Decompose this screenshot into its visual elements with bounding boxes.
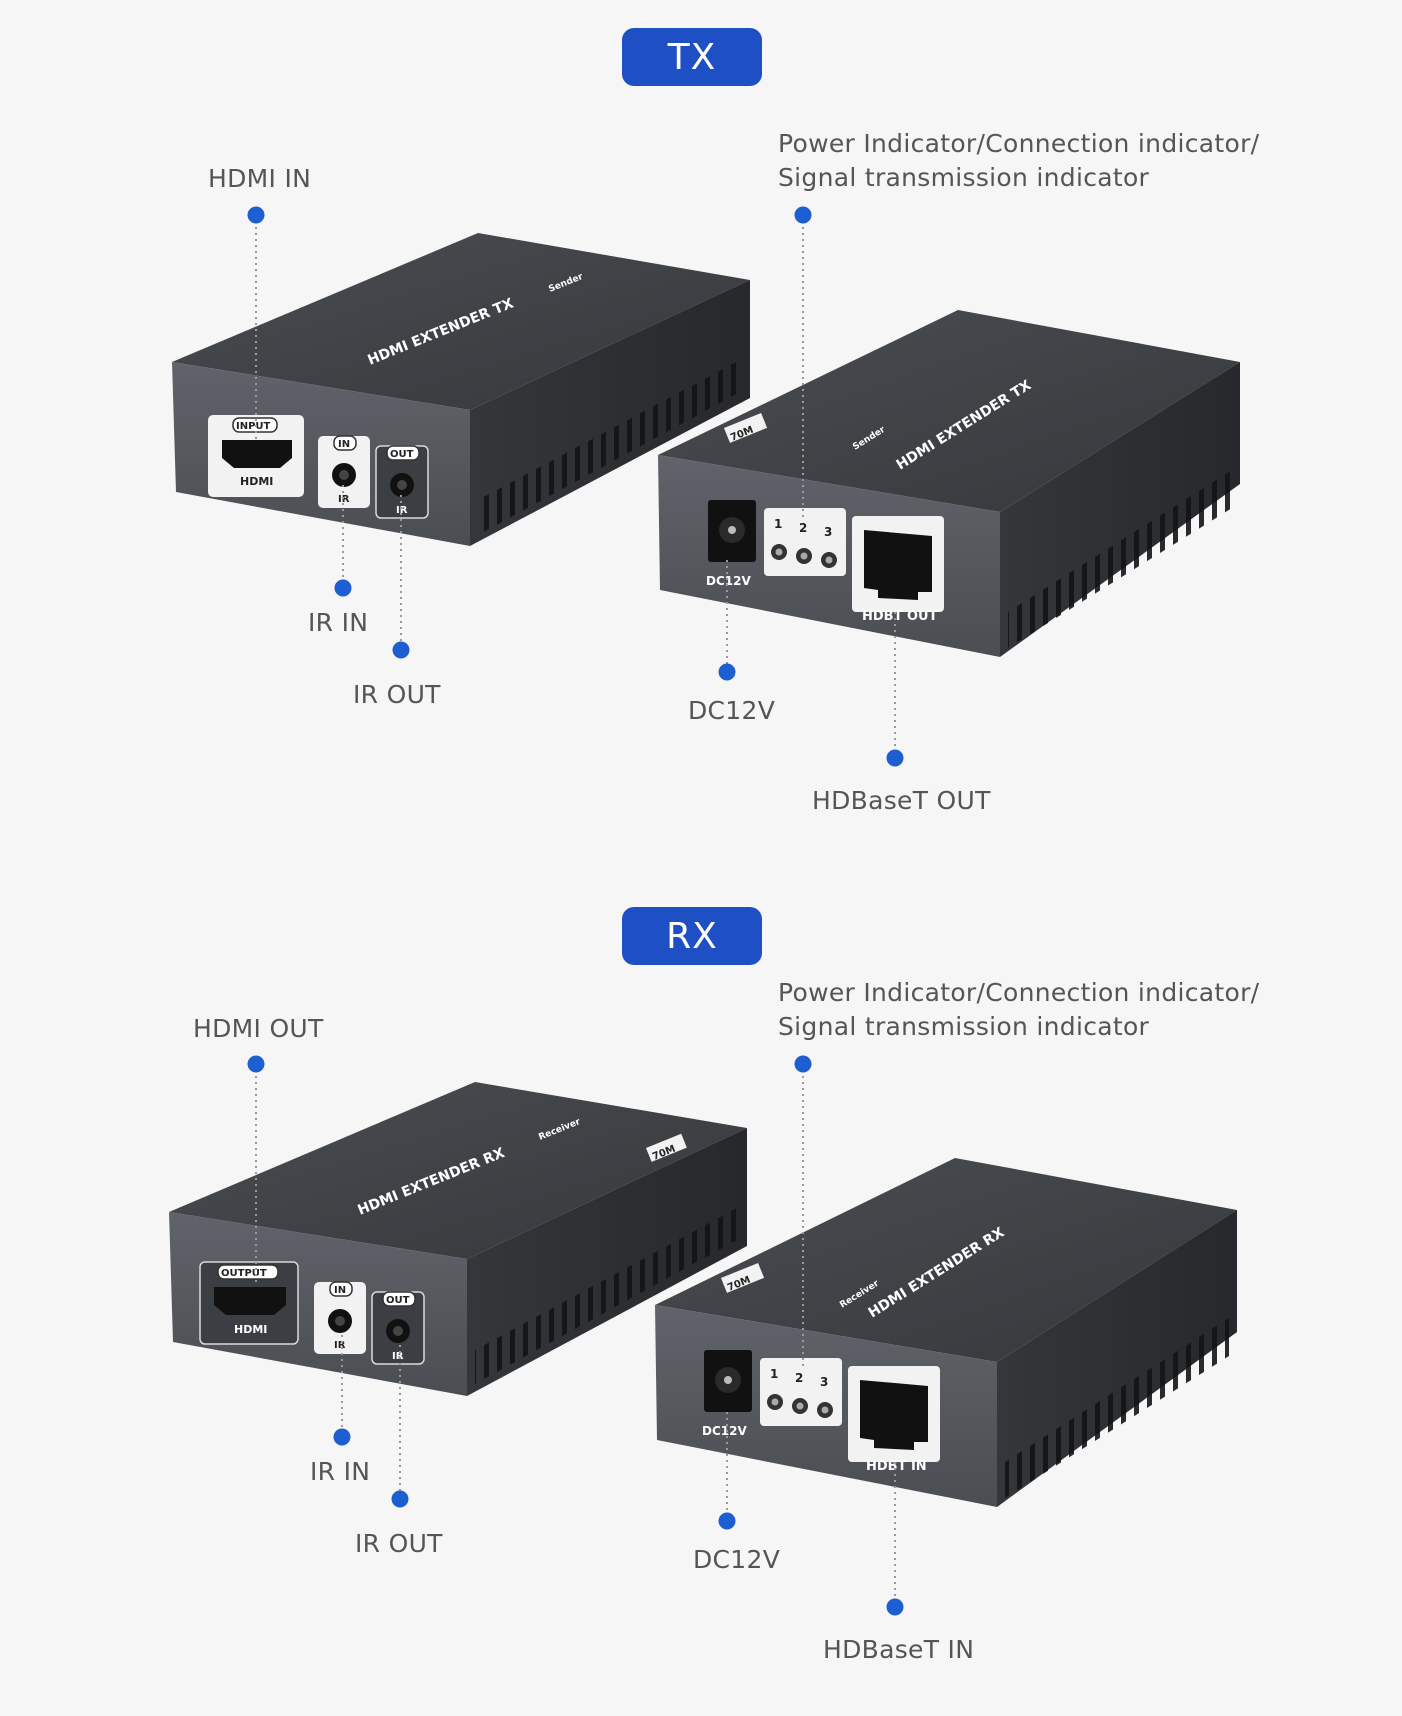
led-3-label: 3 (820, 1375, 828, 1389)
label-ir-out: IR OUT (353, 680, 441, 709)
label-dc12v: DC12V (688, 696, 776, 725)
dot-dc12v (718, 663, 736, 681)
dot-hdmi-out (247, 1055, 265, 1073)
tx-badge: TX (622, 28, 762, 86)
ir-out-tag: OUT (386, 1295, 410, 1306)
label-dc12v: DC12V (693, 1545, 781, 1574)
tx-device-right: HDMI EXTENDER TX Sender 70M DC12V 1 2 3 … (658, 310, 1240, 657)
label-hdbaset-in: HDBaseT IN (823, 1635, 975, 1664)
dot-hdmi-in (247, 206, 265, 224)
hdmi-port-tag: OUTPUT (221, 1268, 267, 1279)
led-2-label: 2 (799, 521, 807, 535)
hdmi-port-label: HDMI (234, 1323, 267, 1336)
dot-ir-out (391, 1490, 409, 1508)
label-indicator-line2: Signal transmission indicator (778, 163, 1150, 192)
rj45-port-label: HDBT OUT (862, 609, 938, 624)
tx-device-left: HDMI EXTENDER TX Sender INPUT HDMI IN IR… (172, 233, 750, 546)
dot-dc12v (718, 1512, 736, 1530)
rx-badge: RX (622, 907, 762, 965)
rx-device-right: HDMI EXTENDER RX Receiver 70M DC12V 1 2 … (655, 1158, 1237, 1507)
dc-port-label: DC12V (702, 1424, 747, 1438)
dot-ir-out (392, 641, 410, 659)
label-ir-out: IR OUT (355, 1529, 443, 1558)
dot-hdbaset-in (886, 1598, 904, 1616)
ir-in-label: IR (334, 1340, 346, 1351)
label-ir-in: IR IN (310, 1457, 371, 1486)
rx-device-left: HDMI EXTENDER RX Receiver 70M OUTPUT HDM… (169, 1082, 747, 1396)
ir-in-label: IR (338, 494, 350, 505)
label-indicator-line2: Signal transmission indicator (778, 1012, 1150, 1041)
led-1-label: 1 (774, 517, 782, 531)
tx-callout-lines (255, 215, 896, 758)
dot-hdbaset-out (886, 749, 904, 767)
label-ir-in: IR IN (308, 608, 369, 637)
dot-ir-in (333, 1428, 351, 1446)
led-1-label: 1 (770, 1367, 778, 1381)
ir-out-label: IR (396, 505, 408, 516)
rx-callout-lines (255, 1064, 896, 1607)
led-3-label: 3 (824, 525, 832, 539)
label-hdmi-in: HDMI IN (208, 164, 312, 193)
dot-indicator (794, 206, 812, 224)
ir-in-tag: IN (338, 439, 350, 450)
label-hdmi-out: HDMI OUT (193, 1014, 324, 1043)
hdmi-port-label: HDMI (240, 475, 273, 488)
label-hdbaset-out: HDBaseT OUT (812, 786, 991, 815)
tx-callout-dots (247, 206, 904, 767)
led-2-label: 2 (795, 1371, 803, 1385)
dot-indicator (794, 1055, 812, 1073)
rj45-port-label: HDBT IN (866, 1459, 927, 1474)
dc-port-label: DC12V (706, 574, 751, 588)
rx-callout-dots (247, 1055, 904, 1616)
label-indicator-line1: Power Indicator/Connection indicator/ (778, 129, 1260, 158)
dot-ir-in (334, 579, 352, 597)
hdmi-port-tag: INPUT (236, 421, 271, 432)
ir-in-tag: IN (334, 1285, 346, 1296)
ir-out-label: IR (392, 1351, 404, 1362)
label-indicator-line1: Power Indicator/Connection indicator/ (778, 978, 1260, 1007)
ir-out-tag: OUT (390, 449, 414, 460)
